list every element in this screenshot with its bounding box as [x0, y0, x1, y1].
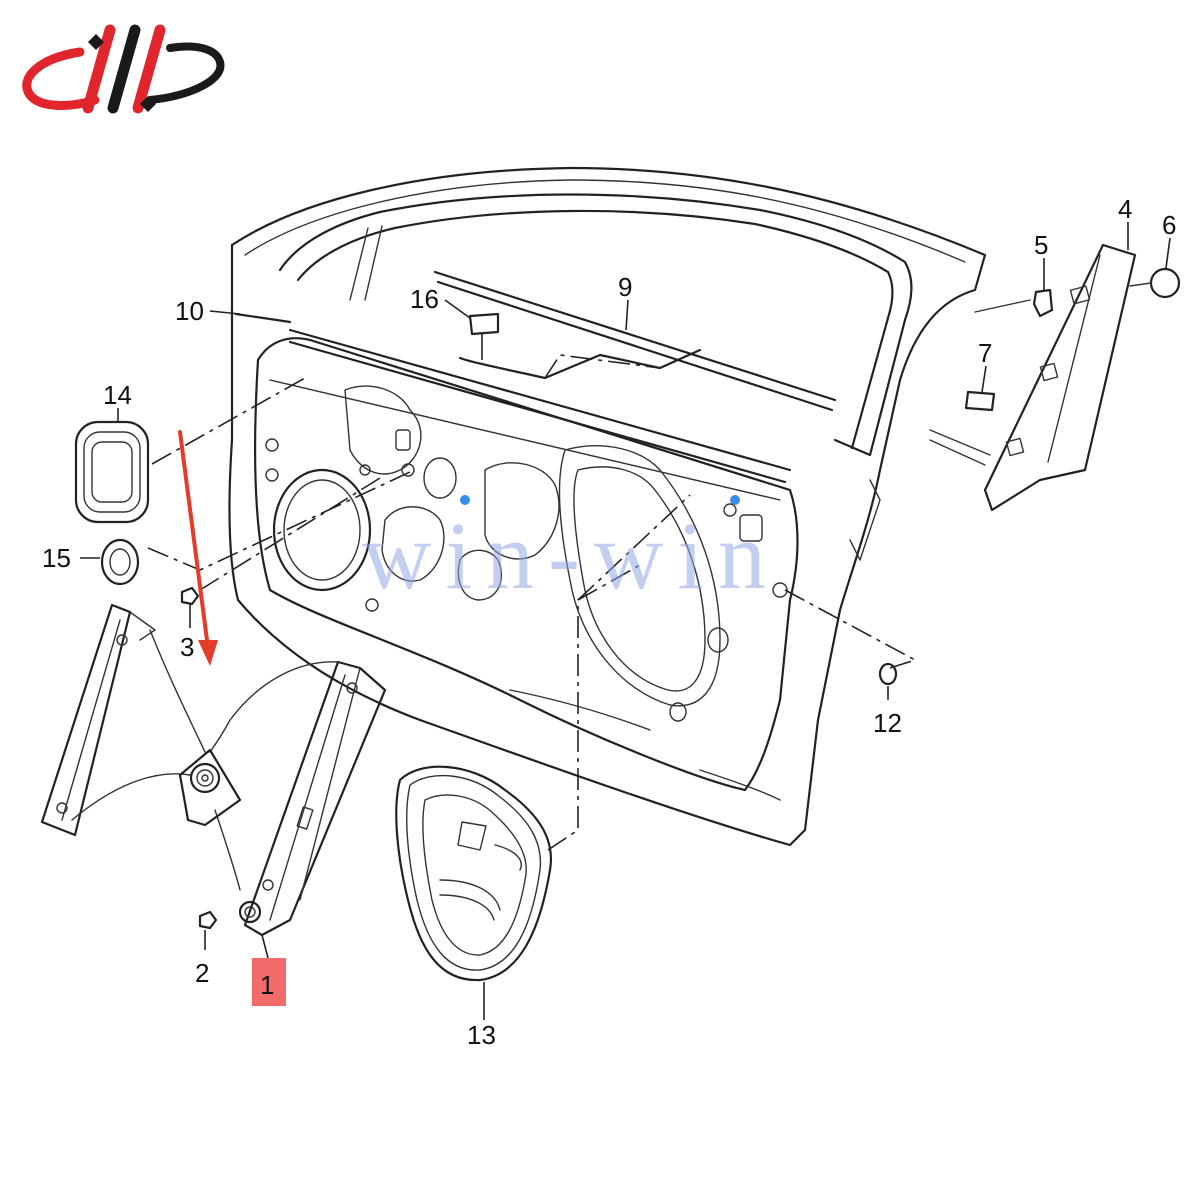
door-shell: [228, 166, 987, 847]
callout-6: 6: [1162, 210, 1176, 240]
part-10-strip: [234, 312, 292, 324]
callout-5: 5: [1034, 230, 1048, 260]
part-1-window-regulator: [40, 603, 387, 937]
callout-labels: 1 2 3 4 5 6 7 9 10 12 13 14 15 16: [42, 194, 1176, 1050]
part-3-nut: [180, 586, 200, 606]
part-4-trim-strip: [929, 243, 1137, 512]
leader-lines: [80, 222, 1171, 1020]
callout-3: 3: [180, 632, 194, 662]
callout-10: 10: [175, 296, 204, 326]
highlight-arrow: [178, 430, 218, 666]
part-2-nut: [198, 910, 218, 930]
part-13-handle-seal: [395, 765, 552, 982]
part-12-plug: [878, 662, 898, 686]
callout-14: 14: [103, 380, 132, 410]
callout-4: 4: [1118, 194, 1132, 224]
brand-logo: [22, 24, 225, 114]
part-14-seal: [74, 420, 150, 524]
callout-15: 15: [42, 543, 71, 573]
callout-7: 7: [978, 338, 992, 368]
callout-9: 9: [618, 272, 632, 302]
callout-1: 1: [260, 970, 274, 1000]
callout-12: 12: [873, 708, 902, 738]
callout-13: 13: [467, 1020, 496, 1050]
callout-2: 2: [195, 958, 209, 988]
part-5-clip: [1032, 288, 1054, 318]
part-9-glass-seal: [458, 348, 702, 380]
part-15-ring: [100, 538, 140, 586]
part-7-pad: [964, 390, 996, 412]
callout-16: 16: [410, 284, 439, 314]
callout-1-highlight: [252, 958, 286, 1006]
part-6-rivet: [1129, 267, 1181, 299]
watermark-text: win-win: [362, 502, 780, 609]
part-16-pad: [468, 312, 500, 336]
